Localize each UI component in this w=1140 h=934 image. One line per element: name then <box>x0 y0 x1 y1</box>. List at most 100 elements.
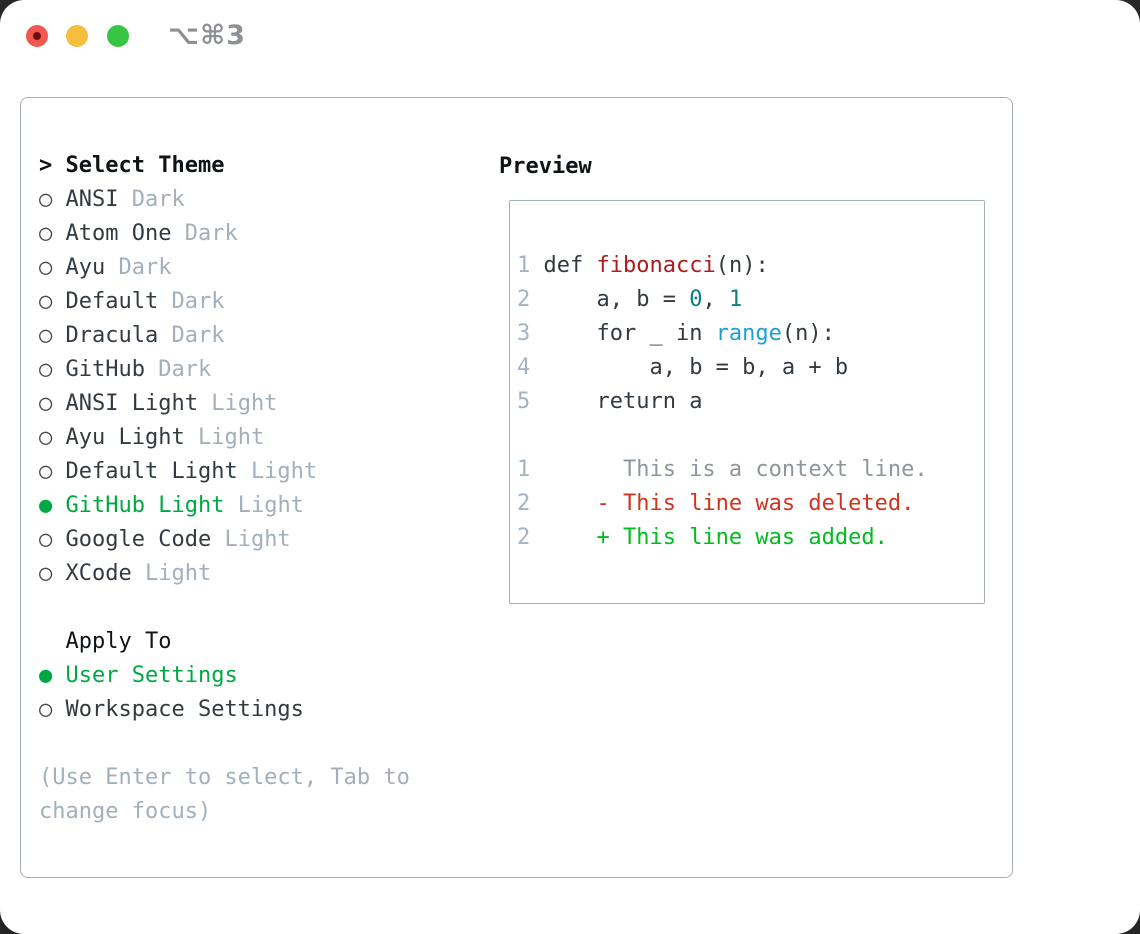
code-line: 5 return a <box>517 385 984 419</box>
option-tag: Light <box>237 493 304 518</box>
option-tag: Light <box>197 425 265 450</box>
minimize-icon[interactable] <box>66 25 88 47</box>
code-token: for _ in <box>530 321 716 346</box>
window-title: ⌥⌘3 <box>168 20 246 51</box>
spacer <box>145 357 158 382</box>
code-line: 4 a, b = b, a + b <box>517 351 984 385</box>
code-token: , <box>702 287 729 312</box>
radio-selected-icon: ● <box>39 663 53 688</box>
code-line: 2 a, b = 0, 1 <box>517 283 984 317</box>
spacer <box>238 459 251 484</box>
theme-option[interactable]: ○ XCode Light <box>39 557 317 591</box>
code-line: 2 - This line was deleted. <box>517 487 984 521</box>
option-label: ANSI Light <box>65 391 198 416</box>
spacer <box>52 357 65 382</box>
radio-icon: ○ <box>39 187 53 212</box>
theme-option[interactable]: ● GitHub Light Light <box>39 489 317 523</box>
code-token: def <box>530 253 597 278</box>
code-line <box>517 419 984 453</box>
apply-to-option[interactable]: ○ Workspace Settings <box>39 693 304 727</box>
option-label: Workspace Settings <box>65 697 304 722</box>
radio-icon: ○ <box>39 425 53 450</box>
option-label: Dracula <box>65 323 159 348</box>
spacer <box>198 391 211 416</box>
spacer <box>52 493 65 518</box>
spacer <box>52 391 65 416</box>
spacer <box>52 425 65 450</box>
spacer <box>52 459 65 484</box>
theme-option[interactable]: ○ Dracula Dark <box>39 319 317 353</box>
line-number: 2 <box>517 287 531 312</box>
option-label: User Settings <box>65 663 238 688</box>
theme-option[interactable]: ○ Google Code Light <box>39 523 317 557</box>
option-tag: Dark <box>118 255 172 280</box>
option-label: Default Light <box>65 459 238 484</box>
radio-icon: ○ <box>39 255 53 280</box>
option-tag: Dark <box>171 289 225 314</box>
option-tag: Light <box>224 527 291 552</box>
option-tag: Dark <box>131 187 185 212</box>
option-label: Ayu Light <box>65 425 185 450</box>
spacer <box>52 187 65 212</box>
code-token: return a <box>530 389 703 414</box>
spacer <box>224 493 237 518</box>
apply-to-items: ● User Settings○ Workspace Settings <box>39 659 304 727</box>
code-token: - This line was deleted. <box>530 491 915 516</box>
option-label: XCode <box>65 561 132 586</box>
option-label: Default <box>65 289 159 314</box>
radio-icon: ○ <box>39 289 53 314</box>
help-text: (Use Enter to select, Tab to change focu… <box>39 765 410 824</box>
line-number: 3 <box>517 321 531 346</box>
theme-option[interactable]: ○ GitHub Dark <box>39 353 317 387</box>
option-tag: Dark <box>158 357 212 382</box>
theme-option[interactable]: ○ Ayu Light Light <box>39 421 317 455</box>
spacer <box>52 697 65 722</box>
option-tag: Light <box>211 391 278 416</box>
theme-list: > Select Theme ○ ANSI Dark○ Atom One Dar… <box>39 149 317 591</box>
spacer <box>52 527 65 552</box>
spacer <box>118 187 131 212</box>
option-label: Ayu <box>65 255 106 280</box>
prompt-icon: > <box>39 153 53 178</box>
code-line: 1 This is a context line. <box>517 453 984 487</box>
radio-icon: ○ <box>39 697 53 722</box>
code-token: range <box>715 321 782 346</box>
code-token: (n): <box>781 321 835 346</box>
zoom-icon[interactable] <box>107 25 129 47</box>
radio-selected-icon: ● <box>39 493 53 518</box>
apply-to-list: Apply To ● User Settings○ Workspace Sett… <box>39 625 304 727</box>
spacer <box>105 255 118 280</box>
spacer <box>158 323 171 348</box>
spacer <box>158 289 171 314</box>
code-token: fibonacci <box>596 253 716 278</box>
line-number: 2 <box>517 491 531 516</box>
theme-option[interactable]: ○ Ayu Dark <box>39 251 317 285</box>
apply-to-header: Apply To <box>65 629 172 654</box>
option-label: ANSI <box>65 187 119 212</box>
close-icon[interactable] <box>26 25 48 47</box>
theme-option[interactable]: ○ ANSI Light Light <box>39 387 317 421</box>
radio-icon: ○ <box>39 459 53 484</box>
theme-option[interactable]: ○ Default Dark <box>39 285 317 319</box>
option-label: GitHub <box>65 357 145 382</box>
theme-option[interactable]: ○ Default Light Light <box>39 455 317 489</box>
code-token: + This line was added. <box>530 525 888 550</box>
theme-option[interactable]: ○ ANSI Dark <box>39 183 317 217</box>
apply-to-option[interactable]: ● User Settings <box>39 659 304 693</box>
code-line: 3 for _ in range(n): <box>517 317 984 351</box>
line-number: 1 <box>517 253 531 278</box>
option-label: GitHub Light <box>65 493 225 518</box>
option-label: Atom One <box>65 221 172 246</box>
option-tag: Dark <box>184 221 238 246</box>
theme-option[interactable]: ○ Atom One Dark <box>39 217 317 251</box>
spacer <box>185 425 198 450</box>
radio-icon: ○ <box>39 221 53 246</box>
spacer <box>52 323 65 348</box>
spacer <box>171 221 184 246</box>
spacer <box>211 527 224 552</box>
radio-icon: ○ <box>39 527 53 552</box>
code-line: 1 def fibonacci(n): <box>517 249 984 283</box>
line-number: 4 <box>517 355 531 380</box>
